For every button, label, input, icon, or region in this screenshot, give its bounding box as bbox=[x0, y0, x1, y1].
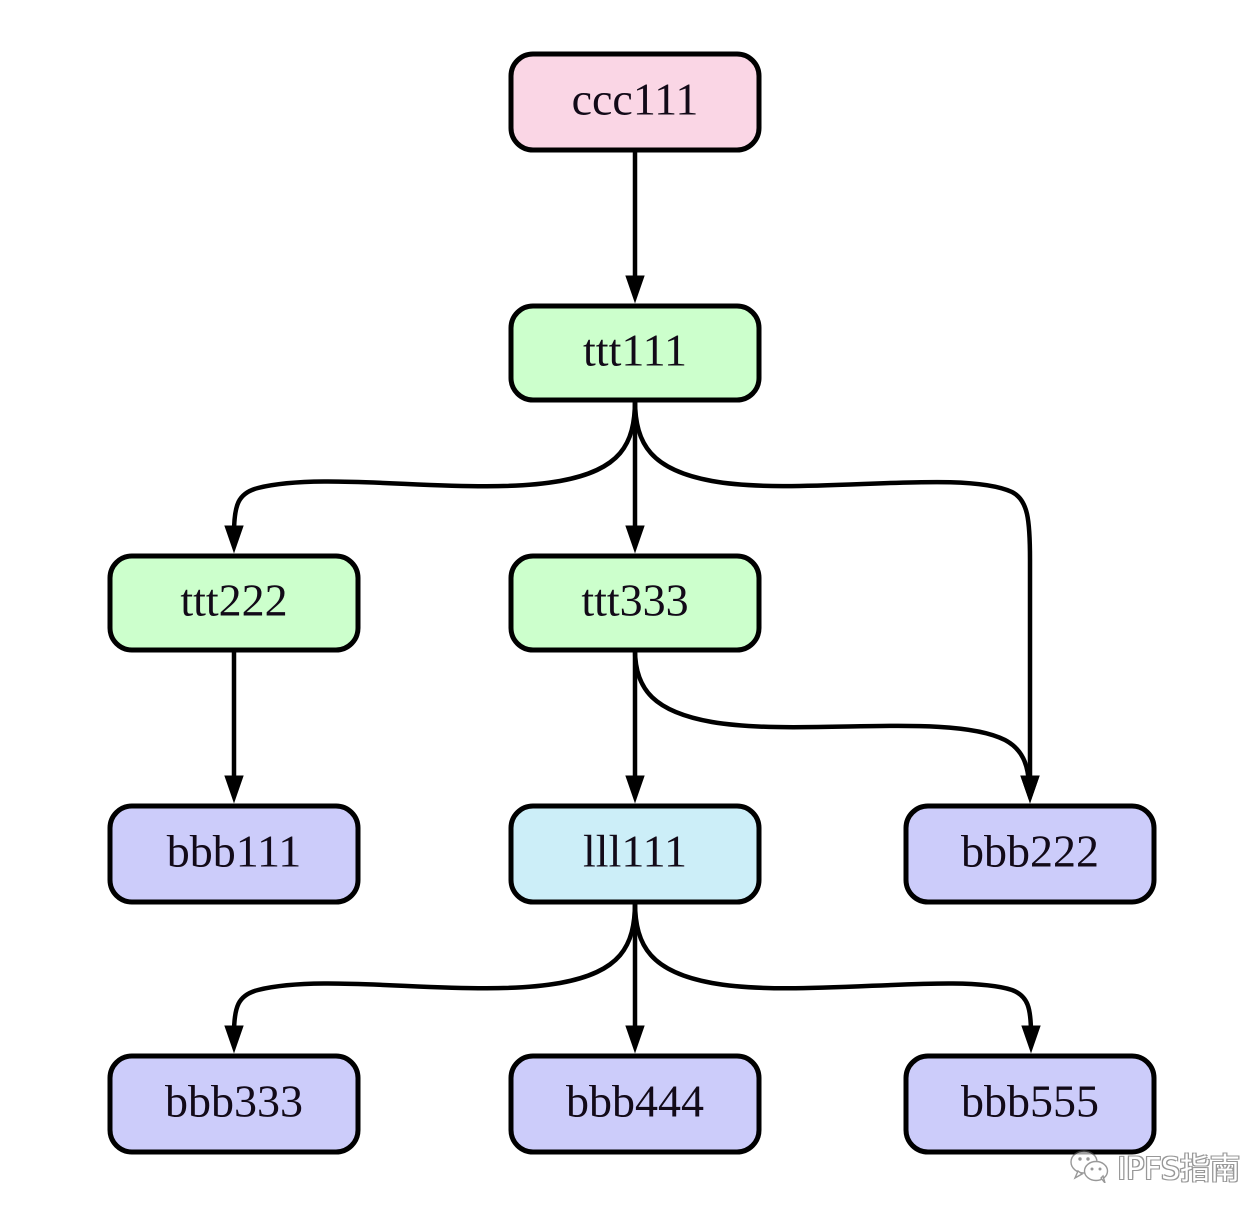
node-ttt333-shape[interactable] bbox=[508, 553, 762, 653]
node-bbb555-label: bbb555 bbox=[961, 1076, 1099, 1127]
edge-ttt333-bbb222 bbox=[632, 649, 1040, 804]
edge-ttt111-ttt222 bbox=[224, 399, 638, 554]
node-ccc111-label: ccc111 bbox=[572, 74, 699, 125]
node-bbb222[interactable]: bbb222 bbox=[903, 803, 1157, 905]
node-bbb444-label: bbb444 bbox=[566, 1076, 704, 1127]
node-ccc111-shape[interactable] bbox=[508, 51, 762, 153]
node-ttt222-label: ttt222 bbox=[180, 575, 287, 626]
node-ttt333[interactable]: ttt333 bbox=[508, 553, 762, 653]
edge-lll111-bbb333 bbox=[224, 901, 638, 1054]
node-ttt111[interactable]: ttt111 bbox=[508, 303, 762, 403]
node-ttt333-label: ttt333 bbox=[581, 575, 688, 626]
node-bbb111-label: bbb111 bbox=[167, 826, 302, 877]
node-lll111[interactable]: lll111 bbox=[508, 803, 762, 905]
node-bbb222-label: bbb222 bbox=[961, 826, 1099, 877]
node-ttt111-label: ttt111 bbox=[583, 325, 687, 376]
node-ttt222-shape[interactable] bbox=[107, 553, 361, 653]
edge-lll111-bbb555 bbox=[632, 901, 1041, 1054]
edge-ttt222-bbb111 bbox=[224, 650, 244, 804]
node-bbb222-shape[interactable] bbox=[903, 803, 1157, 905]
node-bbb444-shape[interactable] bbox=[508, 1053, 762, 1155]
node-bbb444[interactable]: bbb444 bbox=[508, 1053, 762, 1155]
edge-ttt333-lll111 bbox=[625, 650, 645, 804]
node-layer: ccc111 ttt111 ttt222 ttt333 bbb111 lll11 bbox=[107, 51, 1157, 1155]
node-bbb555[interactable]: bbb555 bbox=[903, 1053, 1157, 1155]
node-bbb111[interactable]: bbb111 bbox=[107, 803, 361, 905]
node-lll111-shape[interactable] bbox=[508, 803, 762, 905]
node-ccc111[interactable]: ccc111 bbox=[508, 51, 762, 153]
node-bbb333-shape[interactable] bbox=[107, 1053, 361, 1155]
node-bbb333-label: bbb333 bbox=[165, 1076, 303, 1127]
node-bbb111-shape[interactable] bbox=[107, 803, 361, 905]
node-ttt222[interactable]: ttt222 bbox=[107, 553, 361, 653]
node-ttt111-shape[interactable] bbox=[508, 303, 762, 403]
node-bbb555-shape[interactable] bbox=[903, 1053, 1157, 1155]
node-lll111-label: lll111 bbox=[583, 826, 687, 877]
node-bbb333[interactable]: bbb333 bbox=[107, 1053, 361, 1155]
edge-layer bbox=[224, 150, 1041, 1054]
edge-ccc111-ttt111 bbox=[625, 150, 645, 304]
